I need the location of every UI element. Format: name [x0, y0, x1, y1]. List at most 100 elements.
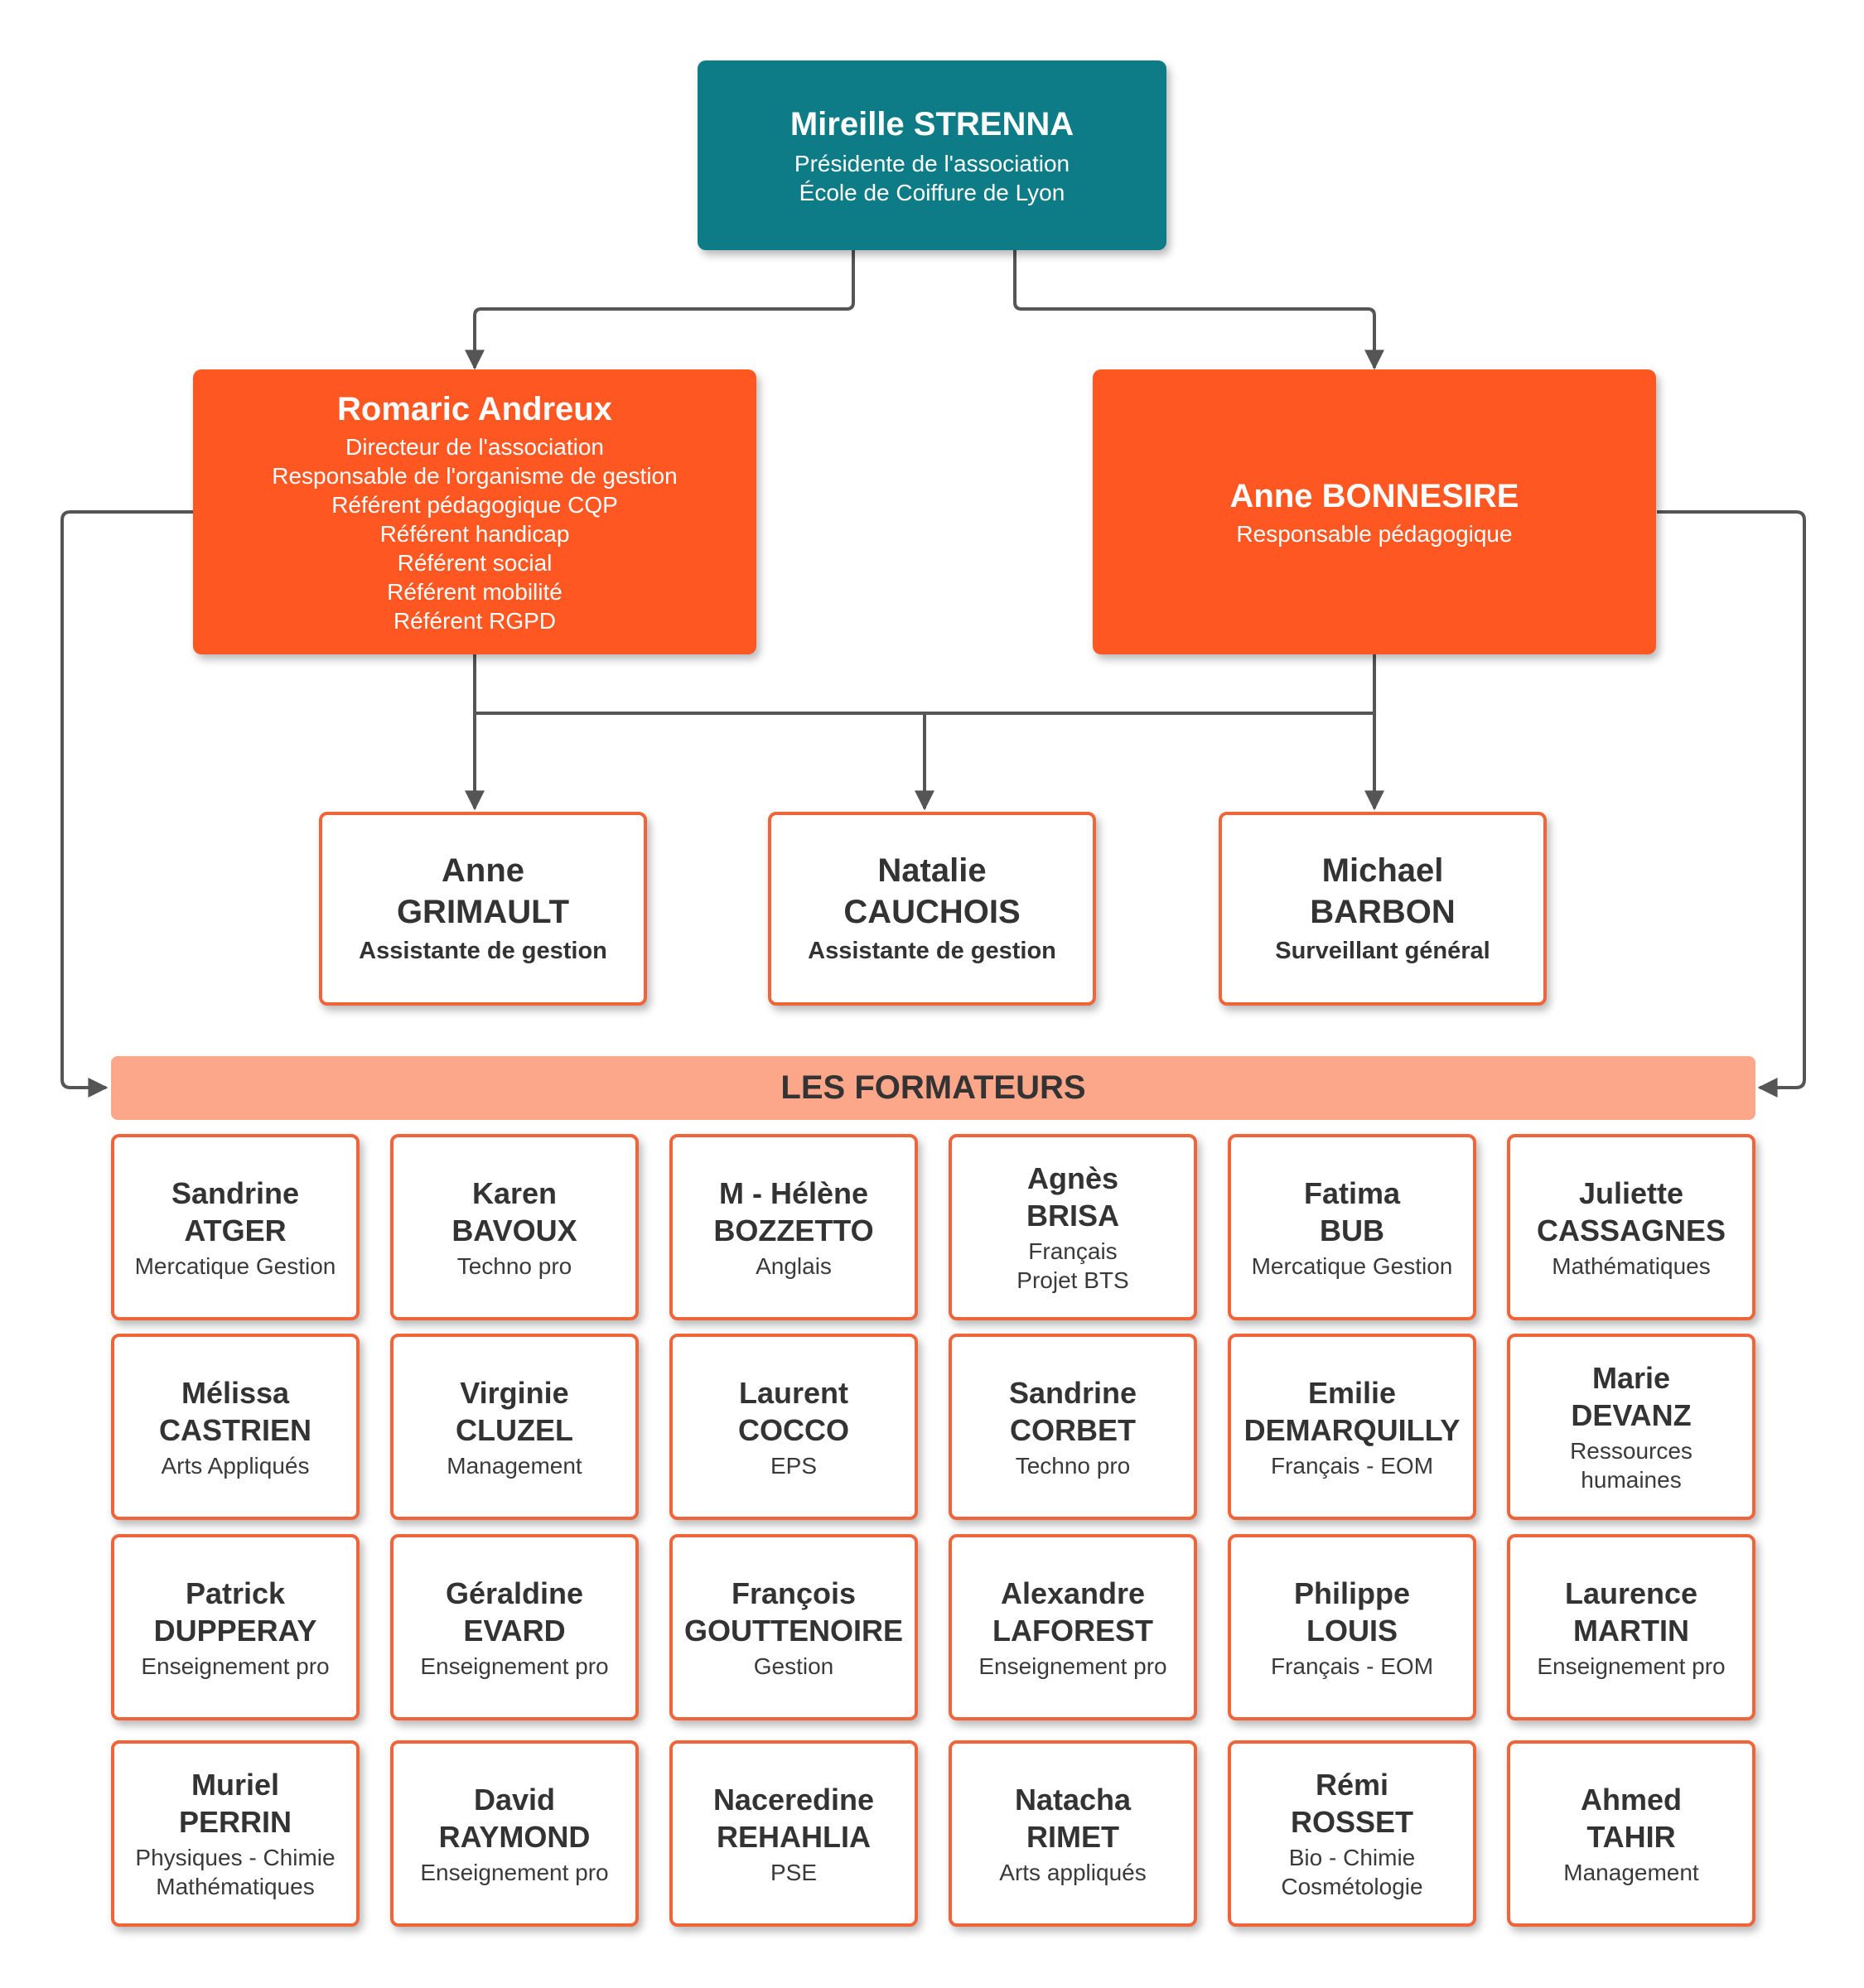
trainer-subject-line: Enseignement pro	[141, 1653, 330, 1679]
trainer-last-name: TAHIR	[1586, 1819, 1676, 1854]
trainer-first-name: Géraldine	[445, 1575, 584, 1610]
trainer-first-name: M - Hélène	[718, 1175, 869, 1210]
staff-role: Surveillant général	[1275, 938, 1490, 964]
trainer-subject: Techno pro	[457, 1252, 572, 1281]
trainer-subject: Enseignement pro	[978, 1652, 1166, 1681]
trainer-subject: Anglais	[756, 1252, 832, 1281]
trainer-first-name: François	[731, 1575, 857, 1610]
staff-card: Anne GRIMAULT Assistante de gestion	[319, 812, 647, 1006]
trainer-subject-line: Mercatique Gestion	[134, 1252, 336, 1279]
trainer-first-name: Marie	[1591, 1361, 1671, 1395]
director-name: Romaric Andreux	[337, 390, 612, 427]
connector-president-to-director	[465, 250, 855, 370]
trainer-subject-line: Techno pro	[1015, 1452, 1131, 1479]
trainer-first-name: Laurent	[738, 1375, 848, 1410]
trainer-last-name: REHAHLIA	[717, 1819, 871, 1854]
trainer-subject-line: Enseignement pro	[420, 1653, 609, 1679]
trainer-last-name: DUPPERAY	[153, 1613, 317, 1648]
director-line: Référent social	[397, 549, 553, 576]
trainer-first-name: Sandrine	[171, 1175, 300, 1210]
trainer-subject: Arts appliqués	[999, 1858, 1146, 1887]
pedagogy-lead-box: Anne BONNESIRE Responsable pédagogique	[1093, 369, 1656, 654]
president-line: Présidente de l'association	[794, 150, 1070, 176]
trainer-first-name: Mélissa	[181, 1375, 290, 1410]
director-line: Référent RGPD	[393, 607, 557, 634]
director-line: Directeur de l'association	[345, 433, 604, 460]
trainer-subject: Techno pro	[1016, 1451, 1131, 1480]
connector-leaders-bus	[473, 654, 1376, 715]
trainer-subject-line: Anglais	[756, 1252, 832, 1279]
trainer-subject-line: Mathématiques	[1552, 1252, 1711, 1279]
trainer-last-name: ATGER	[184, 1213, 287, 1247]
trainer-subject-line: Français	[1028, 1238, 1118, 1264]
trainer-subject: Enseignement pro	[420, 1858, 608, 1887]
trainer-first-name: Virginie	[460, 1375, 569, 1410]
trainer-last-name: EVARD	[463, 1613, 566, 1648]
staff-last-name: GRIMAULT	[396, 894, 570, 930]
trainer-last-name: BRISA	[1026, 1199, 1119, 1233]
staff-last-name: BARBON	[1310, 894, 1456, 930]
staff-card: Michael BARBON Surveillant général	[1219, 812, 1547, 1006]
trainer-subject: EPS	[770, 1451, 817, 1480]
trainer-last-name: PERRIN	[178, 1805, 292, 1839]
trainer-subject-line: Techno pro	[456, 1252, 572, 1279]
trainer-subject: Enseignement pro	[1537, 1652, 1725, 1681]
trainer-last-name: LOUIS	[1306, 1613, 1398, 1648]
trainer-subject-line: Cosmétologie	[1281, 1874, 1423, 1899]
trainer-first-name: Patrick	[185, 1575, 286, 1610]
director-line: Référent mobilité	[387, 578, 563, 605]
trainer-last-name: RIMET	[1026, 1819, 1119, 1854]
trainer-subject-line: Physiques - Chimie	[135, 1845, 336, 1870]
trainer-first-name: Natacha	[1014, 1782, 1132, 1817]
director-line: Responsable de l'organisme de gestion	[272, 462, 678, 489]
trainer-subject-line: EPS	[770, 1452, 818, 1479]
staff-first-name: Natalie	[877, 852, 987, 889]
president-box: Mireille STRENNA Présidente de l'associa…	[698, 60, 1166, 250]
staff-card: Natalie CAUCHOIS Assistante de gestion	[768, 812, 1096, 1006]
trainer-subject-line: Français - EOM	[1270, 1653, 1434, 1679]
trainer-first-name: Sandrine	[1008, 1375, 1137, 1410]
trainer-subject: Enseignement pro	[420, 1652, 608, 1681]
trainer-subject-line: Ressources	[1570, 1438, 1693, 1464]
trainer-subject: Gestion	[754, 1652, 834, 1681]
trainer-first-name: David	[473, 1782, 556, 1817]
trainer-first-name: Agnès	[1026, 1161, 1119, 1195]
trainer-first-name: Naceredine	[712, 1782, 875, 1817]
trainer-last-name: MARTIN	[1573, 1613, 1689, 1648]
trainer-subject-line: Projet BTS	[1017, 1267, 1129, 1293]
trainer-first-name: Philippe	[1293, 1575, 1410, 1610]
trainer-last-name: COCCO	[738, 1412, 849, 1447]
trainer-subject: PSE	[770, 1858, 817, 1887]
trainer-subject: Management	[1563, 1858, 1698, 1887]
trainer-subject: Français - EOM	[1271, 1652, 1433, 1681]
trainer-last-name: GOUTTENOIRE	[683, 1613, 903, 1648]
trainer-first-name: Emilie	[1307, 1375, 1397, 1410]
trainer-last-name: CLUZEL	[456, 1412, 573, 1447]
trainer-subject-line: Français - EOM	[1270, 1452, 1434, 1479]
staff-role: Assistante de gestion	[808, 938, 1056, 964]
trainer-subject-line: PSE	[770, 1859, 818, 1885]
trainer-last-name: ROSSET	[1290, 1805, 1414, 1839]
trainer-first-name: Laurence	[1564, 1575, 1698, 1610]
